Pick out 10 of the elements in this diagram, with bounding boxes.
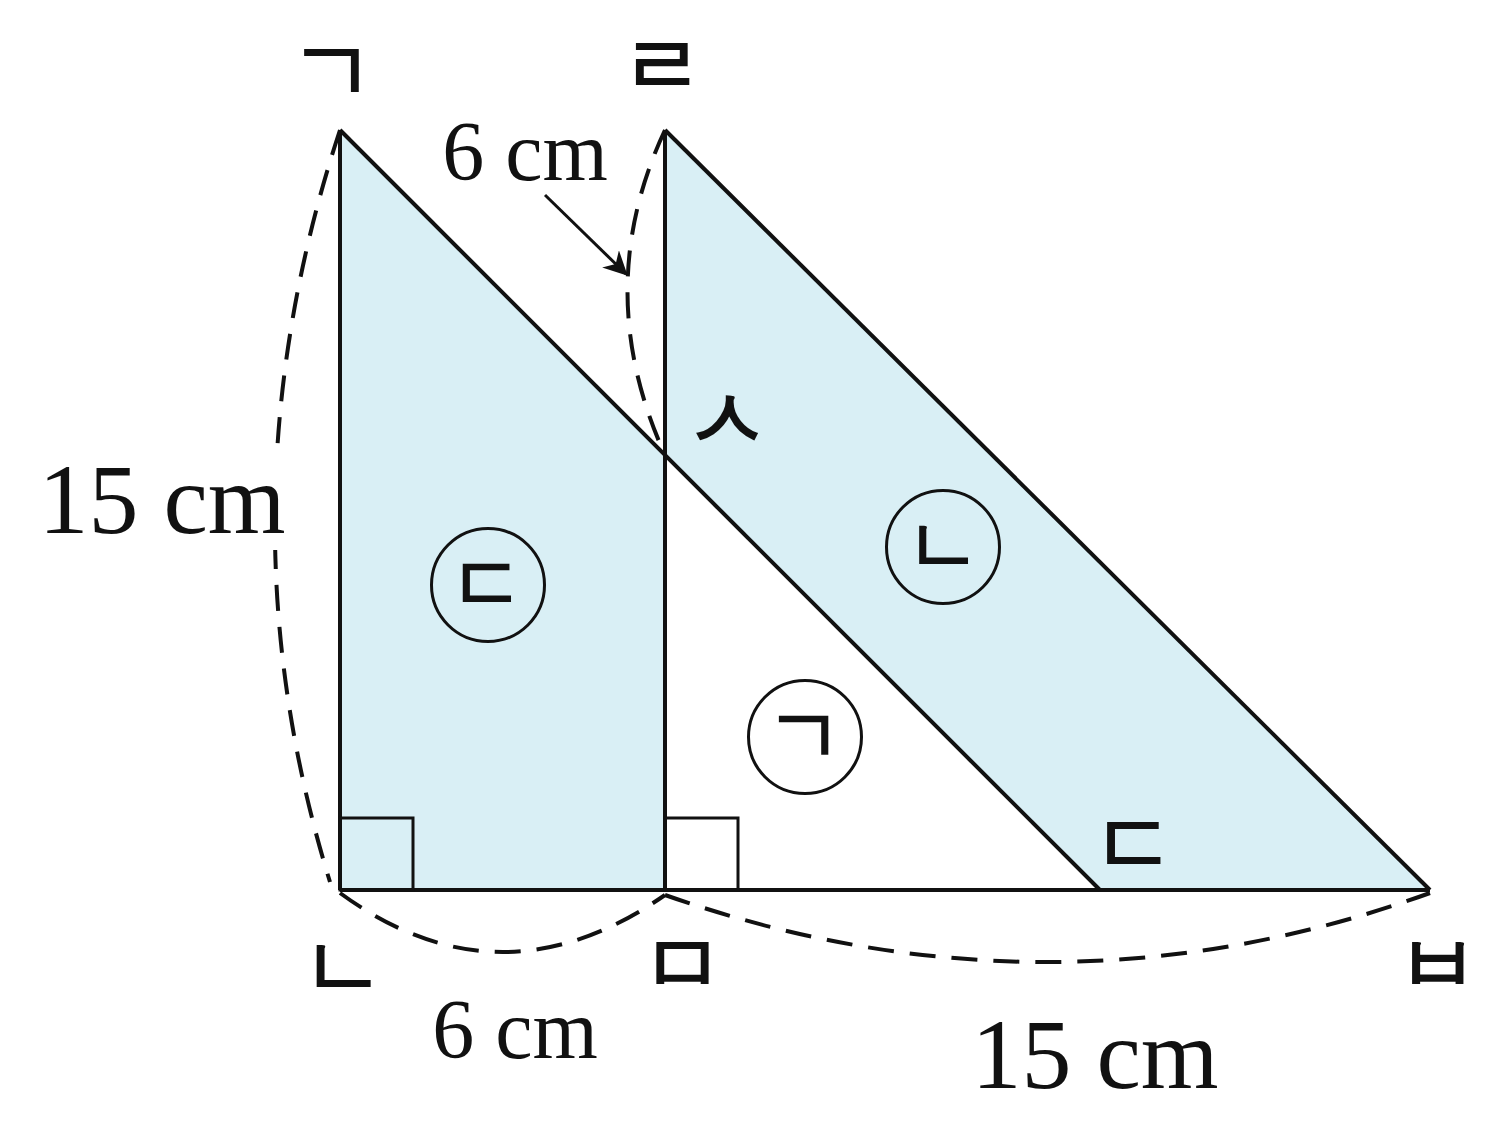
- point-label: ㄴ: [301, 926, 385, 1010]
- point-label: ㄷ: [1093, 803, 1177, 887]
- circled-letter: ㄱ: [747, 679, 863, 795]
- point-label: ㄱ: [291, 30, 375, 114]
- circled-letter: ㄷ: [430, 527, 546, 643]
- point-label: ㅂ: [1396, 923, 1480, 1007]
- point-label: ㅅ: [686, 378, 770, 462]
- circled-letter: ㄴ: [885, 489, 1001, 605]
- point-label: ㅁ: [641, 923, 725, 1007]
- point-label: ㄹ: [620, 24, 704, 108]
